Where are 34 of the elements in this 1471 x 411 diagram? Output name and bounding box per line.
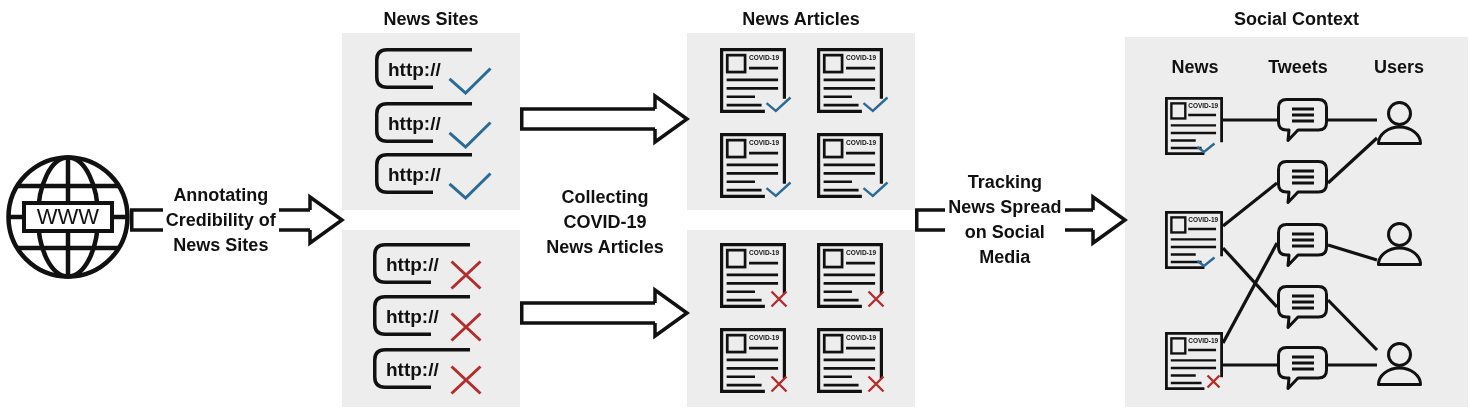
url-text: http:// [388, 60, 441, 79]
speech-bubble-icon [1277, 223, 1328, 267]
column-heading: Users [1374, 55, 1424, 79]
speech-bubble-icon [1277, 98, 1328, 142]
connector-line [1328, 118, 1377, 122]
panel-heading: Social Context [1234, 10, 1359, 28]
url-text: http:// [386, 255, 439, 274]
url-text: http:// [386, 360, 439, 379]
url-text: http:// [388, 114, 441, 133]
column-heading: Tweets [1268, 55, 1328, 79]
content-panel [687, 230, 915, 407]
url-text: http:// [386, 307, 439, 326]
connector-line [1326, 136, 1379, 185]
column-heading: News [1171, 55, 1219, 79]
connector-line [1223, 363, 1277, 367]
step-label: Collecting COVID-19 News Articles [545, 185, 665, 259]
panel-heading: News Articles [742, 10, 860, 28]
connector-line [1221, 242, 1279, 344]
user-icon [1377, 101, 1422, 145]
connector-line [1327, 243, 1378, 262]
url-text: http:// [388, 165, 441, 184]
connector-line [1328, 363, 1377, 367]
content-panel [342, 230, 520, 407]
user-icon [1377, 222, 1422, 266]
panel-heading: News Sites [383, 10, 479, 28]
speech-bubble-icon [1277, 346, 1328, 390]
speech-bubble-icon [1277, 160, 1328, 204]
www-banner: WWW [22, 201, 114, 233]
connector-line [1222, 181, 1278, 228]
speech-bubble-icon [1277, 285, 1328, 329]
connector-line [1221, 246, 1279, 309]
connector-line [1326, 298, 1379, 352]
connector-line [1223, 118, 1277, 122]
user-icon [1377, 342, 1422, 386]
